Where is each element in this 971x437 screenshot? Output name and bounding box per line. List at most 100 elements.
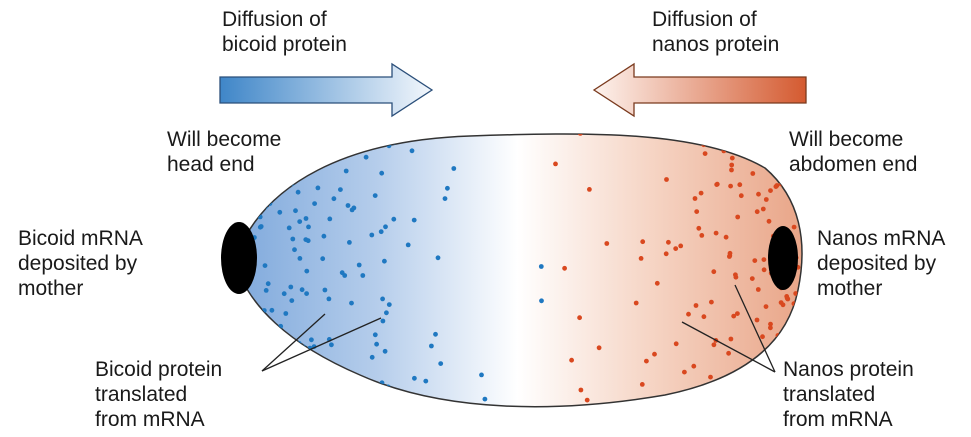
bicoid-protein-dot xyxy=(304,411,309,416)
bicoid-protein-dot xyxy=(338,187,343,193)
bicoid-protein-dot xyxy=(250,390,255,395)
nanos-protein-line-1: Nanos protein xyxy=(783,358,914,381)
bicoid-diffusion-arrow xyxy=(219,62,434,118)
bicoid-protein-dot xyxy=(346,127,351,132)
bicoid-protein-dot xyxy=(299,287,305,293)
nanos-protein-dot xyxy=(785,296,791,302)
nanos-protein-dot xyxy=(693,137,699,142)
bicoid-protein-dot xyxy=(405,242,411,248)
nanos-protein-dot xyxy=(633,300,639,306)
bicoid-pointer-line-2 xyxy=(261,317,382,372)
nanos-protein-dot xyxy=(799,313,802,318)
bicoid-protein-dot xyxy=(289,298,295,303)
nanos-protein-dot xyxy=(759,378,765,384)
bicoid-protein-dot xyxy=(258,224,264,229)
bicoid-protein-dot xyxy=(257,335,263,341)
nanos-protein-dot xyxy=(763,408,768,413)
nanos-protein-dot xyxy=(754,317,760,323)
nanos-protein-dot xyxy=(711,269,717,275)
nanos-protein-dot xyxy=(779,134,785,139)
bicoid-protein-dot xyxy=(255,415,260,420)
bicoid-protein-dot xyxy=(351,139,357,145)
bicoid-protein-dot xyxy=(313,415,318,420)
bicoid-mrna-line-1: Bicoid mRNA xyxy=(18,227,143,250)
nanos-protein-dot xyxy=(638,256,644,261)
bicoid-protein-dot xyxy=(288,408,293,413)
bicoid-protein-dot xyxy=(429,343,434,349)
nanos-protein-dot xyxy=(768,321,773,327)
bicoid-protein-dot xyxy=(304,370,309,375)
nanos-protein-dot xyxy=(766,218,772,224)
bicoid-protein-dot xyxy=(255,404,261,407)
nanos-protein-dot xyxy=(578,387,584,393)
nanos-protein-dot xyxy=(584,397,590,403)
nanos-protein-dot xyxy=(587,187,592,192)
bicoid-protein-dot xyxy=(269,307,275,313)
bicoid-protein-dot xyxy=(282,183,287,189)
bicoid-protein-dot xyxy=(409,148,415,154)
diffusion-bicoid-line-1: Diffusion of xyxy=(222,8,327,31)
head-end-label: Will become head end xyxy=(167,127,281,177)
bicoid-protein-dot xyxy=(306,381,312,387)
nanos-protein-dot xyxy=(763,304,769,309)
bicoid-protein-dot xyxy=(294,365,300,370)
nanos-protein-dot xyxy=(760,206,766,212)
bicoid-protein-dot xyxy=(411,217,417,223)
bicoid-protein-dot xyxy=(322,383,328,389)
bicoid-protein-dot xyxy=(292,397,297,403)
bicoid-protein-dot xyxy=(318,403,324,407)
nanos-protein-dot xyxy=(699,233,705,238)
bicoid-protein-dot xyxy=(378,229,384,235)
nanos-protein-dot xyxy=(577,133,583,136)
nanos-protein-dot xyxy=(701,314,707,320)
bicoid-protein-dot xyxy=(290,236,296,242)
bicoid-protein-dot xyxy=(249,411,254,416)
bicoid-protein-dot xyxy=(351,205,357,211)
nanos-protein-dot xyxy=(694,209,700,215)
nanos-protein-dot xyxy=(747,142,752,148)
nanos-protein-dot xyxy=(644,358,649,364)
bicoid-protein-dot xyxy=(335,397,341,402)
head-end-line-2: head end xyxy=(167,153,255,176)
bicoid-protein-dot xyxy=(286,225,292,231)
nanos-protein-dot xyxy=(691,363,697,369)
bicoid-protein-dot xyxy=(379,170,385,176)
bicoid-protein-dot xyxy=(312,201,317,207)
diffusion-bicoid-line-2: bicoid protein xyxy=(222,33,347,56)
bicoid-protein-dot xyxy=(308,156,313,162)
bicoid-protein-line-3: from mRNA xyxy=(95,408,205,431)
nanos-protein-dot xyxy=(727,379,732,385)
bicoid-protein-dot xyxy=(374,341,379,347)
bicoid-protein-dot xyxy=(248,342,254,348)
bicoid-protein-dot xyxy=(277,209,283,215)
nanos-protein-dot xyxy=(728,183,733,189)
bicoid-protein-dot xyxy=(412,375,417,381)
bicoid-protein-dot xyxy=(482,396,488,402)
bicoid-protein-dot xyxy=(297,219,303,225)
nanos-protein-dot xyxy=(761,267,767,273)
nanos-protein-dot xyxy=(738,193,744,199)
bicoid-protein-dot xyxy=(315,185,321,191)
bicoid-protein-dot xyxy=(297,256,303,261)
bicoid-protein-dot xyxy=(266,384,271,390)
nanos-protein-dot xyxy=(709,299,714,305)
nanos-protein-dot xyxy=(726,350,731,356)
bicoid-mrna-label: Bicoid mRNA deposited by mother xyxy=(18,226,143,301)
nanos-protein-dot xyxy=(663,251,669,257)
bicoid-protein-dot xyxy=(311,366,317,371)
nanos-protein-dot xyxy=(553,161,558,167)
nanos-protein-dot xyxy=(604,241,610,246)
bicoid-protein-dot xyxy=(305,401,310,407)
bicoid-protein-dot xyxy=(342,142,348,148)
bicoid-protein-dot xyxy=(339,270,345,276)
bicoid-protein-dot xyxy=(240,397,246,403)
bicoid-protein-dot xyxy=(263,193,269,199)
bicoid-protein-dot xyxy=(281,291,287,297)
nanos-diffusion-arrow xyxy=(592,62,807,118)
bicoid-protein-dot xyxy=(538,264,544,269)
bicoid-protein-dot xyxy=(380,318,386,324)
nanos-protein-dot xyxy=(666,239,671,245)
nanos-protein-dot xyxy=(754,209,760,215)
nanos-protein-dot xyxy=(731,313,737,319)
bicoid-protein-dot xyxy=(451,166,457,171)
